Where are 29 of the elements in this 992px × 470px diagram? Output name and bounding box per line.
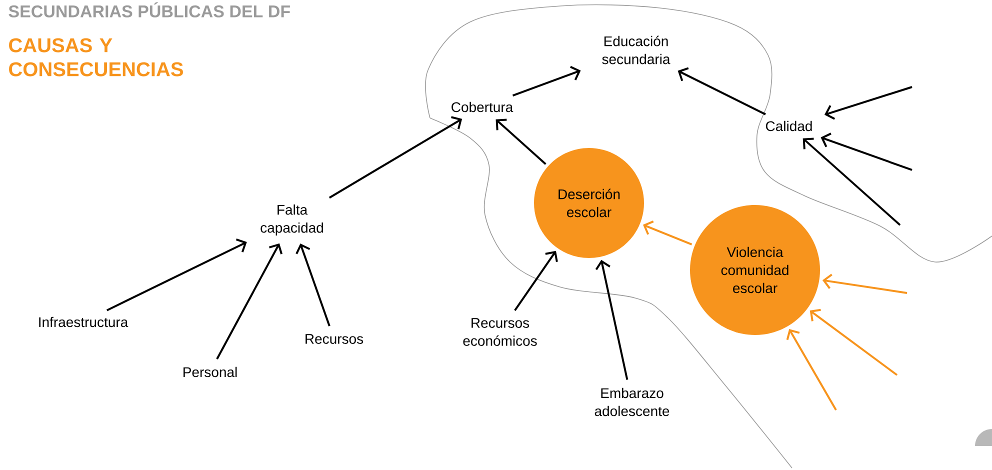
arrow: [512, 66, 581, 97]
arrow: [496, 118, 546, 165]
arrow: [216, 243, 283, 360]
arrow: [810, 308, 898, 376]
circle-node: Deserción escolar: [534, 148, 644, 258]
cause-label: Calidad: [766, 120, 812, 132]
cause-label: Recursos: [306, 334, 364, 344]
heading: SECUNDARIAS PÚBLICAS DEL DF: [8, 2, 290, 18]
title: CAUSAS Y CONSECUENCIAS: [9, 38, 183, 76]
arrow: [642, 220, 692, 246]
arrow: [106, 238, 247, 312]
arrow: [514, 250, 558, 311]
arrow: [802, 138, 901, 226]
circle-node: Violencia comunidad escolar: [690, 205, 820, 335]
cause-label: Personal: [184, 366, 237, 378]
arrow: [595, 260, 628, 380]
arrow: [296, 244, 330, 326]
arrow: [786, 329, 837, 410]
arrow: [678, 67, 766, 116]
arrow: [328, 116, 462, 199]
arrow: [820, 132, 912, 171]
arrow: [822, 274, 908, 294]
cause-label: Educación secundaria: [602, 36, 670, 64]
cause-label: Cobertura: [452, 102, 514, 112]
arrow: [824, 86, 912, 120]
cause-label: Falta capacidad: [260, 204, 323, 236]
cause-label: Embarazo adolescente: [594, 388, 670, 416]
cause-label: Recursos económicos: [463, 318, 537, 346]
cause-label: Infraestructura: [39, 316, 128, 328]
